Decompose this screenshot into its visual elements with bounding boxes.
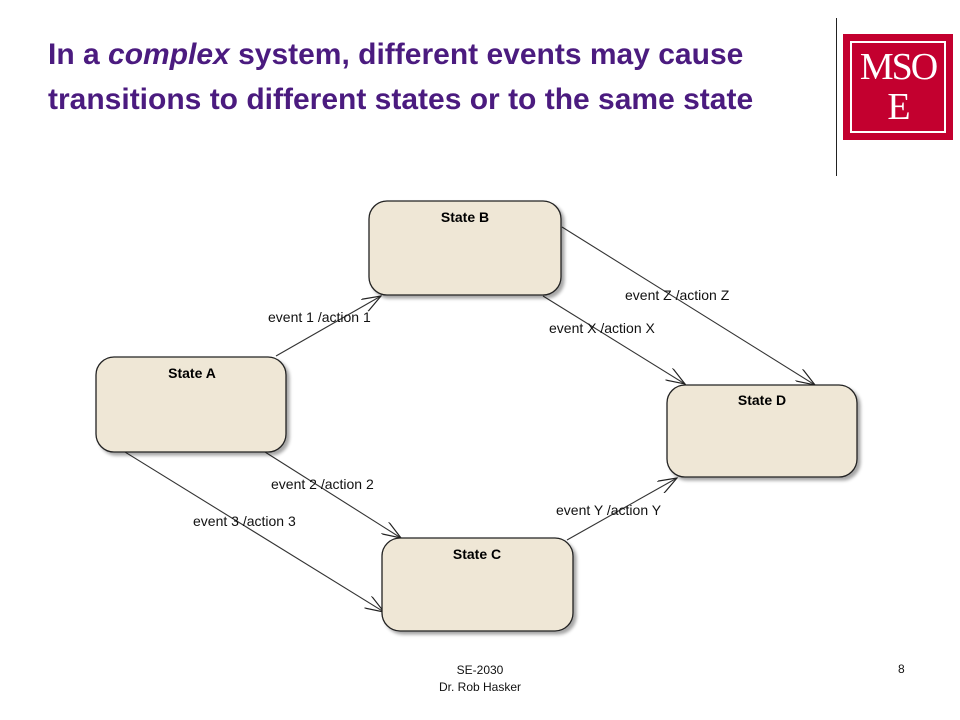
title-part-2: system, different events may cause trans… bbox=[48, 38, 754, 116]
transition-b-d-x-line bbox=[542, 295, 685, 384]
transition-c-d-label: event Y /action Y bbox=[556, 502, 662, 518]
footer: SE-2030 Dr. Rob Hasker bbox=[0, 662, 960, 696]
transition-b-d-z-line bbox=[561, 226, 815, 385]
state-d: State D bbox=[666, 384, 858, 478]
page-number: 8 bbox=[898, 662, 905, 676]
logo-frame: MSO E bbox=[850, 41, 946, 133]
logo-line-1: MSO bbox=[859, 46, 938, 88]
slide-title: In a complex system, different events ma… bbox=[48, 32, 818, 122]
transition-b-d-x-label: event X /action X bbox=[549, 320, 656, 336]
title-part-1: In a bbox=[48, 38, 109, 71]
transition-a-b-label: event 1 /action 1 bbox=[268, 309, 371, 325]
state-b-label: State B bbox=[441, 209, 489, 225]
title-emphasis: complex bbox=[108, 38, 230, 71]
transition-a-b-line bbox=[275, 296, 381, 357]
state-a-label: State A bbox=[168, 365, 216, 381]
transition-a-c-2-line bbox=[264, 451, 401, 538]
header-divider bbox=[836, 18, 837, 176]
transition-a-c-3-line bbox=[124, 451, 384, 612]
footer-course: SE-2030 bbox=[456, 663, 504, 677]
state-c-label: State C bbox=[453, 546, 501, 562]
msoe-logo: MSO E bbox=[843, 34, 953, 140]
logo-line-2: E bbox=[887, 86, 910, 128]
transition-a-c-3-label: event 3 /action 3 bbox=[193, 513, 296, 529]
transition-b-d-z-label: event Z /action Z bbox=[625, 287, 730, 303]
footer-author: Dr. Rob Hasker bbox=[438, 680, 522, 694]
state-d-label: State D bbox=[738, 392, 786, 408]
state-b: State B bbox=[368, 200, 562, 296]
transition-c-d-line bbox=[566, 478, 677, 541]
state-a: State A bbox=[95, 356, 287, 453]
state-c: State C bbox=[381, 537, 574, 632]
transition-a-c-2-label: event 2 /action 2 bbox=[271, 476, 374, 492]
